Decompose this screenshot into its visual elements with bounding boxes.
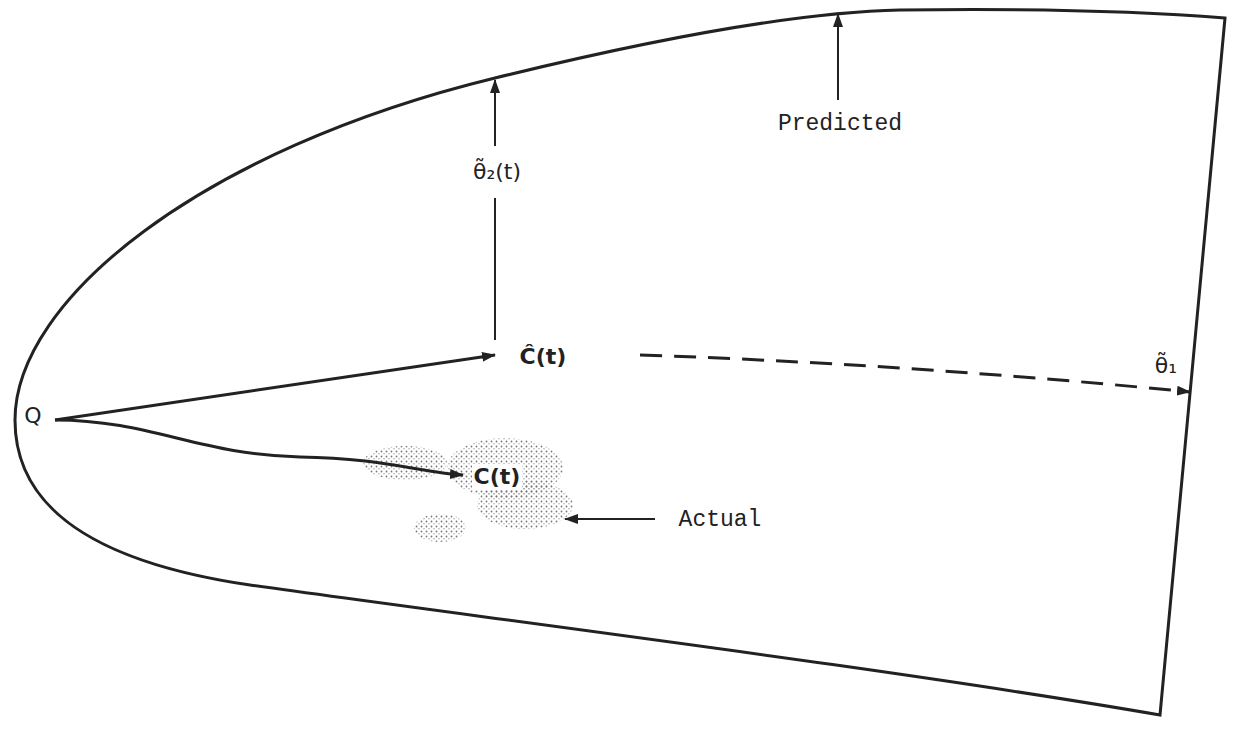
theta2-arrow [494, 80, 496, 146]
theta2-line [494, 198, 496, 340]
actual-path-arrow [55, 420, 463, 475]
region-label: Actual [679, 507, 762, 533]
axis-label: θ̃₂(t) [473, 159, 521, 184]
estimate-arrow [55, 355, 495, 420]
predicted-region [15, 9, 1225, 715]
predicted-leader [837, 14, 839, 100]
region-label: Predicted [778, 111, 902, 137]
actual-cloud [363, 438, 573, 542]
theta1-dashed-arrow [640, 355, 1190, 392]
estimate-label: Ĉ(t) [520, 344, 567, 369]
actual-point-label: C(t) [472, 464, 523, 489]
point-label: Q [24, 403, 41, 428]
axis-label: θ̃₁ [1155, 353, 1177, 378]
actual-leader [565, 518, 655, 520]
